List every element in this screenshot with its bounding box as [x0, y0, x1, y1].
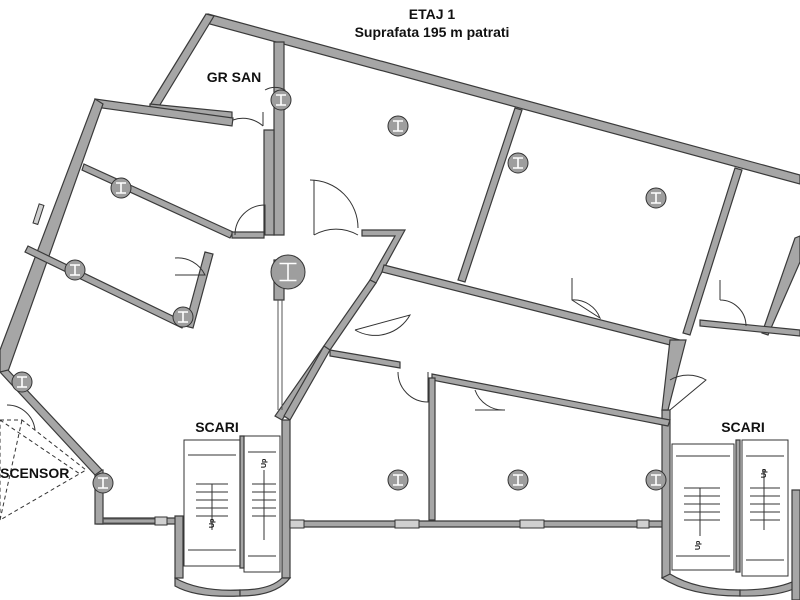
- ceiling-fixture-icon: [507, 469, 529, 491]
- stairs-left: [183, 435, 281, 573]
- ceiling-fixture-icon: [387, 469, 409, 491]
- ceiling-fixture-icon: [11, 371, 33, 393]
- windows: [32, 203, 650, 529]
- interior-walls: [0, 41, 800, 573]
- stairs-right-up-label-2: Up: [761, 469, 768, 478]
- stairs-left-up-label-1: Up: [209, 519, 216, 528]
- stairs-left-up-label-2: Up: [261, 459, 268, 468]
- room-label-scari-left: SCARI: [195, 419, 239, 435]
- ceiling-fixture-icon: [172, 306, 194, 328]
- ceiling-fixture-icon: [645, 187, 667, 209]
- room-label-scari-right: SCARI: [721, 419, 765, 435]
- floor-title: ETAJ 1: [409, 6, 456, 22]
- room-label-ascensor: ASCENSOR: [0, 465, 69, 481]
- room-label-gr-san: GR SAN: [207, 69, 261, 85]
- ceiling-fixture-icon: [64, 259, 86, 281]
- floor-area: Suprafata 195 m patrati: [355, 24, 510, 40]
- ceiling-fixture-icon: [270, 89, 292, 111]
- elevator-shaft: [0, 419, 87, 521]
- stairs-right-up-label-1: Up: [695, 541, 702, 550]
- ceiling-fixture-icon: [110, 177, 132, 199]
- ceiling-fixture-icon: [645, 469, 667, 491]
- stairs-right: [671, 439, 789, 577]
- doors: [6, 86, 747, 431]
- ceiling-fixture-icon: [92, 472, 114, 494]
- ceiling-fixture-icon: [387, 115, 409, 137]
- exterior-walls: [0, 13, 800, 600]
- column-icon: [270, 254, 306, 290]
- ceiling-fixture-icon: [507, 152, 529, 174]
